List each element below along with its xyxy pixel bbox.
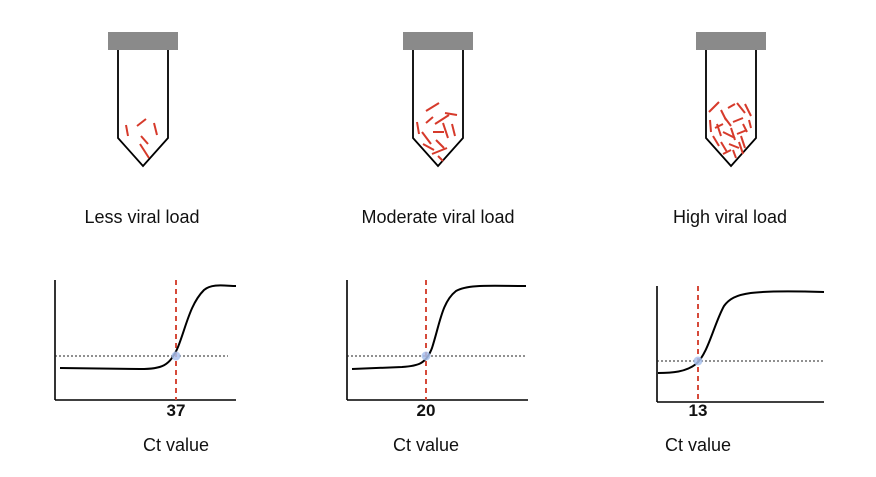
virus-particle: [437, 155, 444, 162]
virus-particle: [431, 147, 448, 155]
load-label-less: Less viral load: [84, 207, 200, 227]
virus-particle: [140, 135, 149, 145]
ct-value-number: 20: [416, 401, 436, 420]
virus-particle: [712, 135, 720, 147]
amplification-curve: [351, 284, 527, 370]
test-tube-high-viral-load: [696, 32, 766, 168]
virus-particle: [153, 122, 158, 136]
virus-particle: [425, 116, 434, 124]
virus-particle: [422, 143, 435, 151]
tube-body: [412, 50, 464, 168]
amplification-curve: [657, 290, 825, 374]
tube-body: [117, 50, 169, 168]
ct-value-label: Ct value: [142, 435, 210, 455]
virus-particle: [714, 123, 724, 129]
virus-particle: [442, 122, 449, 139]
panel-less-viral-load: Less viral load 37 Ct value: [0, 0, 292, 477]
virus-particle: [434, 114, 450, 125]
load-label-moderate: Moderate viral load: [361, 207, 515, 227]
virus-particle: [709, 119, 712, 133]
virus-particle: [738, 141, 744, 155]
virus-particle: [722, 149, 732, 155]
ct-value-label: Ct value: [392, 435, 460, 455]
virus-particle: [451, 123, 456, 137]
virus-particle: [720, 141, 728, 153]
virus-particle: [435, 139, 445, 149]
virus-particles: [708, 101, 752, 159]
virus-particle: [736, 102, 746, 114]
virus-particle: [732, 149, 737, 159]
virus-particle: [744, 103, 752, 117]
amplification-curve: [59, 284, 237, 371]
virus-particle: [136, 118, 147, 127]
tube-cap: [403, 32, 473, 50]
test-tube-moderate-viral-load: [403, 32, 473, 168]
virus-particle: [708, 101, 720, 113]
virus-particle: [728, 143, 740, 149]
virus-particle: [425, 102, 440, 112]
tube-cap: [696, 32, 766, 50]
virus-particle: [748, 119, 752, 129]
virus-particle: [727, 103, 736, 109]
virus-particle: [730, 127, 736, 141]
panel-high-viral-load: High viral load 13 Ct value: [584, 0, 876, 477]
virus-particle: [736, 129, 748, 135]
virus-particle: [740, 135, 746, 149]
virus-particle: [732, 117, 744, 123]
virus-particles: [125, 118, 158, 159]
ct-intersection-point: [421, 351, 431, 361]
amplification-curve-high: [656, 286, 825, 403]
ct-value-number: 13: [688, 401, 708, 420]
amplification-curve-moderate: [346, 280, 528, 401]
ct-value-number: 37: [166, 401, 186, 420]
virus-particles: [416, 102, 458, 162]
ct-value-label: Ct value: [664, 435, 732, 455]
virus-particle: [416, 121, 420, 135]
ct-intersection-point: [693, 356, 703, 366]
tube-body: [705, 50, 757, 168]
amplification-curve-less: [54, 280, 237, 401]
ct-intersection-point: [171, 351, 181, 361]
panel-moderate-viral-load: Moderate viral load 20 Ct value: [292, 0, 584, 477]
virus-particle: [125, 124, 129, 137]
virus-particle: [724, 117, 732, 127]
virus-particle: [444, 112, 458, 116]
load-label-high: High viral load: [672, 207, 788, 227]
tube-cap: [108, 32, 178, 50]
virus-particle: [421, 131, 432, 145]
test-tube-less-viral-load: [108, 32, 178, 168]
virus-particle: [139, 143, 150, 159]
